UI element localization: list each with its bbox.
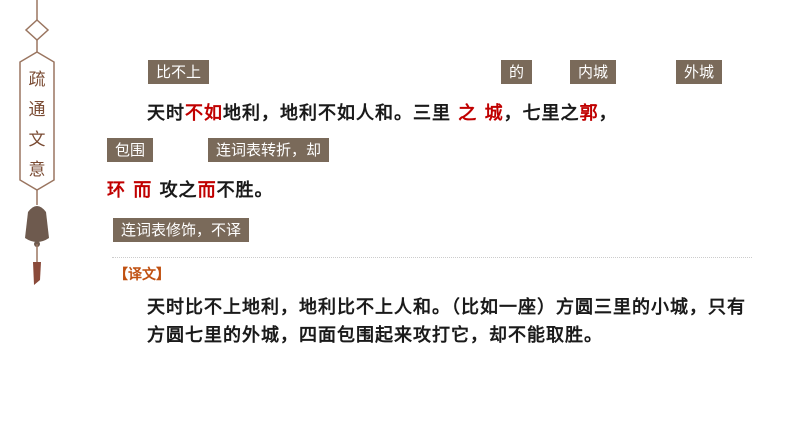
tag-neicheng: 内城 xyxy=(570,60,617,84)
text: 攻之 xyxy=(159,180,198,201)
side-title: 疏 通 文 意 xyxy=(24,65,50,185)
tag-waicheng: 外城 xyxy=(676,60,723,84)
highlight: 不如 xyxy=(185,103,223,124)
text: ，七里之 xyxy=(503,103,580,124)
tag-xiushi: 连词表修饰，不译 xyxy=(113,218,250,242)
highlight: 而 xyxy=(133,180,153,201)
original-line-2: 环 而 攻之而不胜。 xyxy=(107,176,274,202)
original-line-1: 天时不如地利，地利不如人和。三里 之 城，七里之郭， xyxy=(147,99,618,125)
highlight: 而 xyxy=(197,180,217,201)
bell-ornament xyxy=(19,0,55,285)
highlight: 环 xyxy=(107,180,126,201)
translation-text: 天时比不上地利，地利比不上人和。（比如一座）方圆三里的小城，只有方圆七里的外城，… xyxy=(147,297,746,346)
side-char: 通 xyxy=(28,100,46,120)
divider xyxy=(112,257,752,258)
tag-zhuanzhe: 连词表转折，却 xyxy=(208,138,330,162)
side-char: 意 xyxy=(28,160,46,180)
highlight: 之 xyxy=(458,103,478,124)
highlight: 城 xyxy=(484,103,504,124)
translation-label: 【译文】 xyxy=(114,267,170,283)
side-char: 疏 xyxy=(28,70,46,90)
highlight: 郭 xyxy=(579,103,599,124)
text: 天时 xyxy=(147,103,185,124)
text: 不胜。 xyxy=(216,180,274,201)
tag-de: 的 xyxy=(501,60,533,84)
tag-bibushang: 比不上 xyxy=(148,60,210,84)
side-char: 文 xyxy=(28,130,46,150)
tag-baowei: 包围 xyxy=(107,138,154,162)
text: 地利，地利不如人和。三里 xyxy=(223,103,451,124)
text: ， xyxy=(598,103,618,124)
